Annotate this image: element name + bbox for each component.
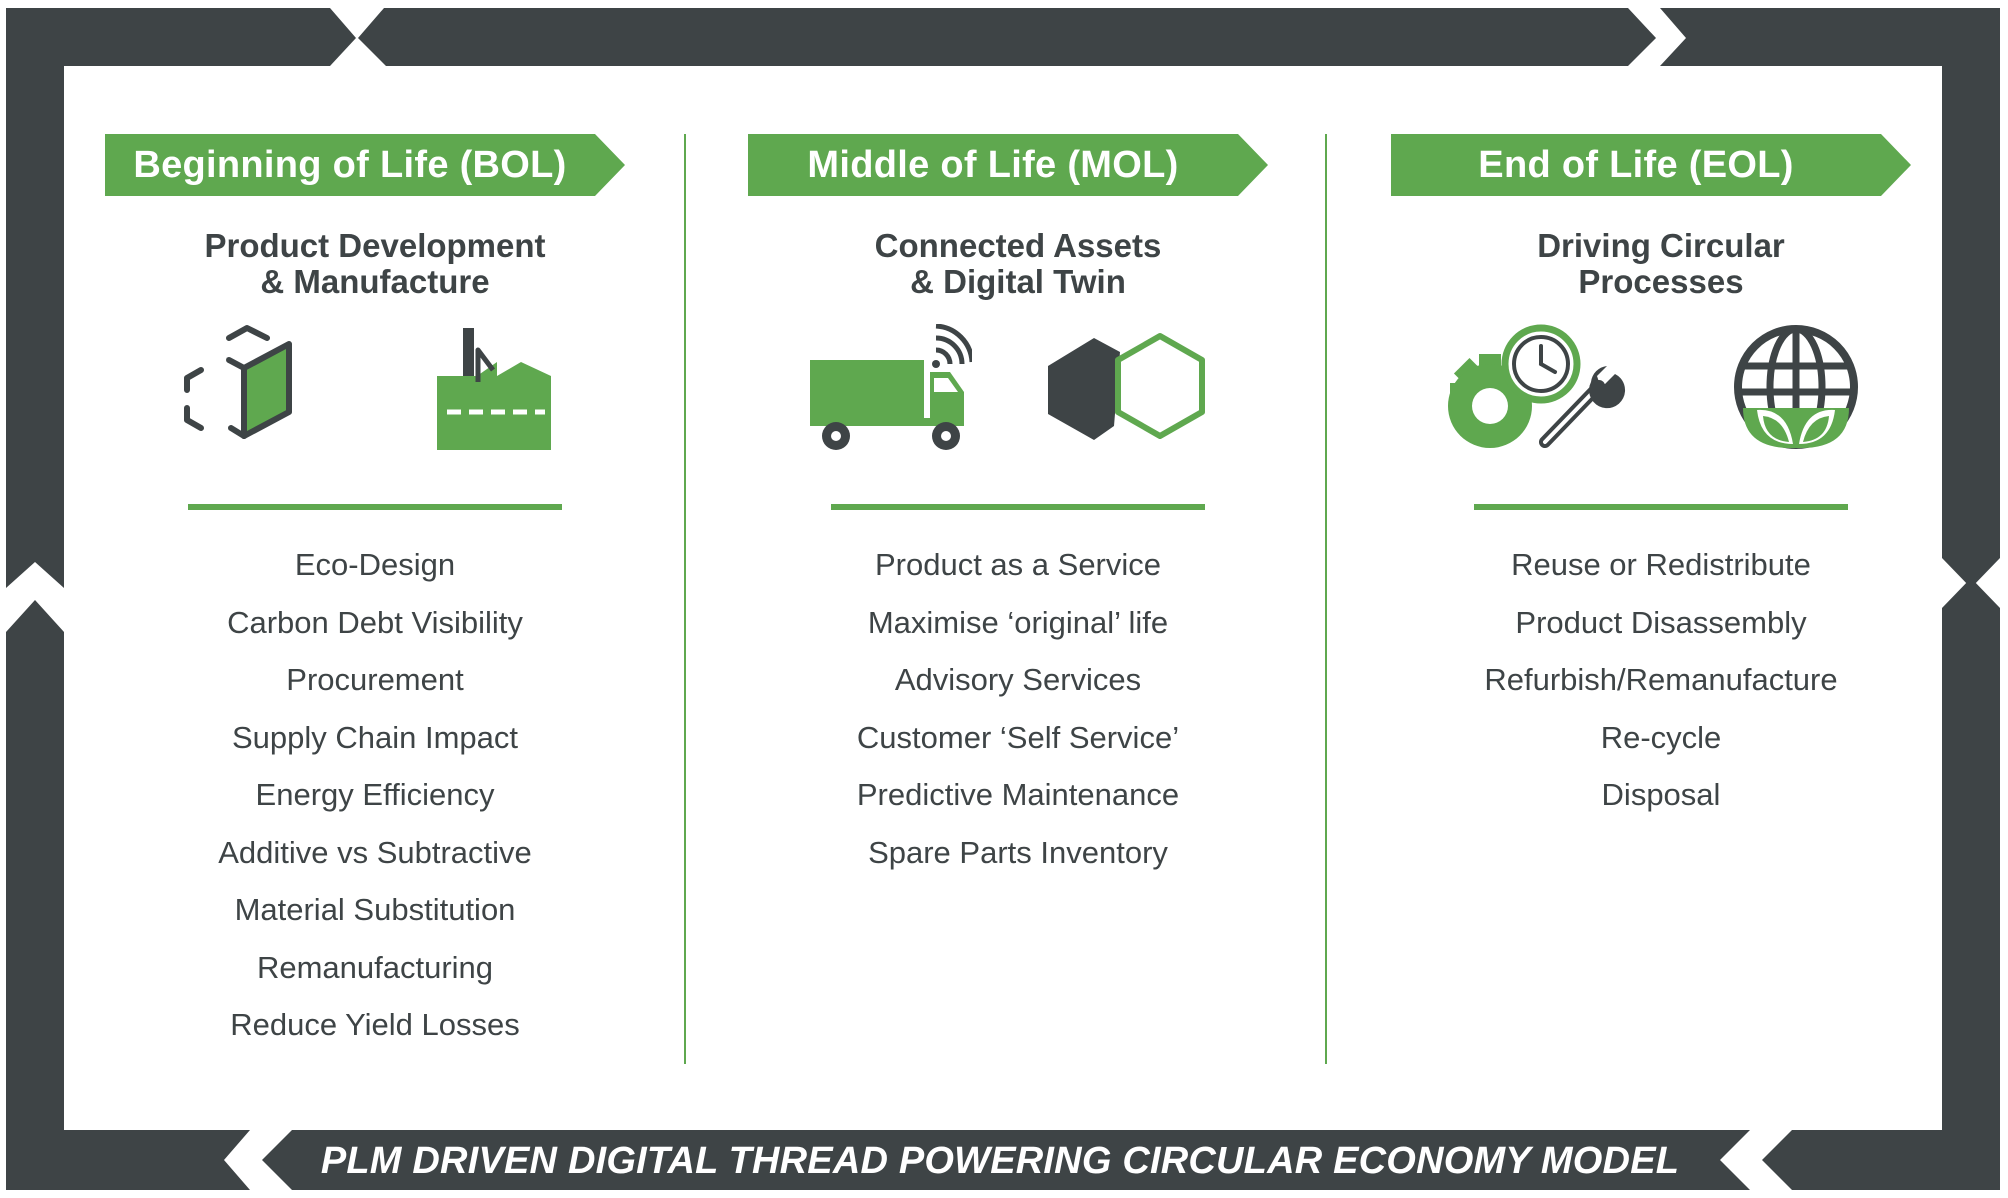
phase-column-mol: Middle of Life (MOL) Connected Assets & … xyxy=(738,134,1298,1064)
cube-icon xyxy=(184,325,292,439)
phase-subtitle-eol: Driving Circular Processes xyxy=(1381,228,1941,300)
phase-rule-bol xyxy=(188,504,562,510)
frame-bottom-segment-left xyxy=(64,1130,250,1190)
phase-banner-label: End of Life (EOL) xyxy=(1478,143,1794,186)
subtitle-line: Product Development xyxy=(204,227,546,264)
phase-banner-mol: Middle of Life (MOL) xyxy=(748,134,1268,196)
frame-left-segment-upper xyxy=(6,66,64,588)
list-item: Product as a Service xyxy=(874,547,1162,582)
list-item: Product Disassembly xyxy=(1515,604,1807,640)
frame-right-segment-upper xyxy=(1942,66,2000,588)
list-item: Carbon Debt Visibility xyxy=(227,604,523,640)
list-item: Predictive Maintenance xyxy=(856,777,1180,812)
gear-clock-wrench-icon xyxy=(1448,324,1626,448)
list-item: Additive vs Subtractive xyxy=(218,834,532,870)
frame-top-segment-left xyxy=(6,8,356,66)
connected-truck-icon xyxy=(810,324,972,450)
list-item: Spare Parts Inventory xyxy=(868,834,1168,870)
digital-twin-hexagon-icon xyxy=(1048,333,1205,440)
icon-row-eol xyxy=(1381,324,1941,494)
phase-subtitle-mol: Connected Assets & Digital Twin xyxy=(738,228,1298,300)
frame-top-segment-right xyxy=(1660,8,2000,66)
phase-banner-label: Beginning of Life (BOL) xyxy=(133,143,567,186)
list-item: Supply Chain Impact xyxy=(231,719,519,755)
list-item: Remanufacturing xyxy=(256,949,494,985)
frame-top-segment-middle xyxy=(358,8,1656,66)
list-item: Maximise ‘original’ life xyxy=(867,604,1169,640)
phase-rule-mol xyxy=(831,504,1205,510)
icon-row-bol xyxy=(95,324,655,494)
list-item: Reuse or Redistribute xyxy=(1511,547,1811,582)
list-item: Refurbish/Remanufacture xyxy=(1484,662,1838,697)
list-item: Re-cycle xyxy=(1600,719,1722,755)
phase-items-eol: Reuse or Redistribute Product Disassembl… xyxy=(1381,536,1941,824)
phase-banner-bol: Beginning of Life (BOL) xyxy=(105,134,625,196)
phase-rule-eol xyxy=(1474,504,1848,510)
column-divider-1 xyxy=(684,134,686,1064)
list-item: Advisory Services xyxy=(894,662,1142,697)
phase-column-bol: Beginning of Life (BOL) Product Developm… xyxy=(95,134,655,1064)
phase-items-bol: Eco-Design Carbon Debt Visibility Procur… xyxy=(95,536,655,1054)
list-item: Eco-Design xyxy=(294,547,456,582)
subtitle-line: Connected Assets xyxy=(874,227,1162,264)
phase-items-mol: Product as a Service Maximise ‘original’… xyxy=(738,536,1298,881)
factory-icon xyxy=(437,328,551,450)
list-item: Customer ‘Self Service’ xyxy=(856,719,1180,755)
list-item: Material Substitution xyxy=(234,892,516,927)
phase-banner-label: Middle of Life (MOL) xyxy=(807,143,1179,186)
column-divider-2 xyxy=(1325,134,1327,1064)
frame-bottom-segment-middle xyxy=(262,1130,1750,1190)
frame-right-segment-lower xyxy=(1942,578,2000,1190)
list-item: Energy Efficiency xyxy=(255,777,495,812)
phase-banner-eol: End of Life (EOL) xyxy=(1391,134,1911,196)
subtitle-line: & Digital Twin xyxy=(910,263,1126,300)
phase-subtitle-bol: Product Development & Manufacture xyxy=(95,228,655,300)
frame-bottom-segment-right xyxy=(1762,1130,1942,1190)
list-item: Reduce Yield Losses xyxy=(230,1007,520,1042)
phase-column-eol: End of Life (EOL) Driving Circular Proce… xyxy=(1381,134,1941,1064)
list-item: Disposal xyxy=(1601,777,1721,812)
list-item: Procurement xyxy=(286,662,464,697)
globe-leaf-icon xyxy=(1734,325,1858,449)
subtitle-line: Processes xyxy=(1578,263,1744,300)
footer-title: PLM DRIVEN DIGITAL THREAD POWERING CIRCU… xyxy=(320,1140,1680,1182)
subtitle-line: Driving Circular xyxy=(1537,227,1785,264)
subtitle-line: & Manufacture xyxy=(260,263,490,300)
frame-left-segment-lower xyxy=(6,600,64,1190)
icon-row-mol xyxy=(738,324,1298,494)
